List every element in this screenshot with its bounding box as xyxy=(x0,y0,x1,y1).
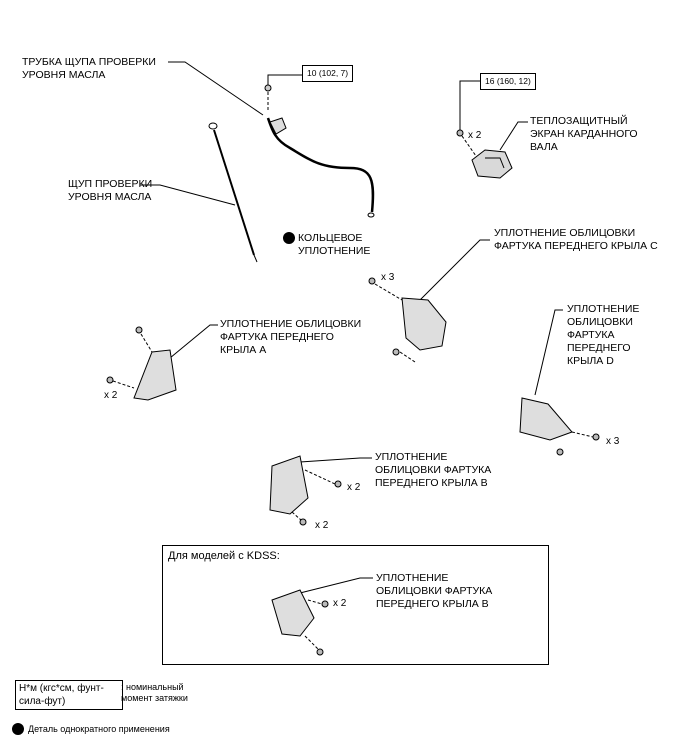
seal-c-part xyxy=(368,277,447,363)
leader-heat-shield xyxy=(499,121,528,151)
seal-d-part xyxy=(519,397,600,456)
leader-seal-b xyxy=(299,457,372,463)
qty-kdss: x 2 xyxy=(333,598,347,609)
dipstick-part xyxy=(208,122,258,263)
label-seal-c: УПЛОТНЕНИЕ ОБЛИЦОВКИ ФАРТУКА ПЕРЕДНЕГО К… xyxy=(494,227,658,252)
leader-torque-shield xyxy=(459,80,480,130)
label-seal-b: УПЛОТНЕНИЕ ОБЛИЦОВКИ ФАРТУКА ПЕРЕДНЕГО К… xyxy=(375,451,492,489)
leader-seal-d xyxy=(534,309,563,396)
legend-non-reusable: Деталь однократного применения xyxy=(28,724,170,734)
legend-units-desc: : номинальный момент затяжки xyxy=(121,682,188,703)
heat-shield-part xyxy=(456,129,513,179)
non-reusable-legend-icon xyxy=(12,723,24,735)
leader-seal-b-kdss xyxy=(299,577,373,594)
label-seal-b-kdss: УПЛОТНЕНИЕ ОБЛИЦОВКИ ФАРТУКА ПЕРЕДНЕГО К… xyxy=(376,572,493,610)
qty-seal-a: x 2 xyxy=(104,390,118,401)
kdss-title: Для моделей с KDSS: xyxy=(168,550,280,562)
label-dipstick: ЩУП ПРОВЕРКИ УРОВНЯ МАСЛА xyxy=(68,178,153,203)
leader-seal-a xyxy=(169,324,218,359)
label-heat-shield: ТЕПЛОЗАЩИТНЫЙ ЭКРАН КАРДАННОГО ВАЛА xyxy=(530,115,638,153)
label-dipstick-tube: ТРУБКА ЩУПА ПРОВЕРКИ УРОВНЯ МАСЛА xyxy=(22,56,156,81)
qty-shield: x 2 xyxy=(468,130,482,141)
qty-seal-d: x 3 xyxy=(606,436,620,447)
seal-a-part xyxy=(106,326,177,401)
leader-torque-tube xyxy=(267,74,302,88)
dipstick-tube-part xyxy=(264,84,375,218)
qty-seal-b-top: x 2 xyxy=(347,482,361,493)
non-reusable-part-icon xyxy=(283,232,295,244)
qty-seal-c: x 3 xyxy=(381,272,395,283)
label-o-ring: КОЛЬЦЕВОЕ УПЛОТНЕНИЕ xyxy=(298,232,371,257)
seal-b-kdss-part xyxy=(271,589,329,656)
leader-seal-c xyxy=(419,239,490,301)
torque-spec-shield: 16 (160, 12) xyxy=(480,73,536,90)
leader-dipstick-tube xyxy=(168,61,264,116)
torque-spec-tube: 10 (102, 7) xyxy=(302,65,354,82)
kdss-frame xyxy=(162,545,549,665)
label-seal-d: УПЛОТНЕНИЕ ОБЛИЦОВКИ ФАРТУКА ПЕРЕДНЕГО К… xyxy=(567,303,640,367)
label-seal-a: УПЛОТНЕНИЕ ОБЛИЦОВКИ ФАРТУКА ПЕРЕДНЕГО К… xyxy=(220,318,362,356)
legend-units-box: Н*м (кгс*см, фунт- сила-фут) xyxy=(15,680,123,710)
seal-b-part xyxy=(269,455,342,526)
qty-seal-b-bottom: x 2 xyxy=(315,520,329,531)
leader-dipstick xyxy=(140,184,236,206)
